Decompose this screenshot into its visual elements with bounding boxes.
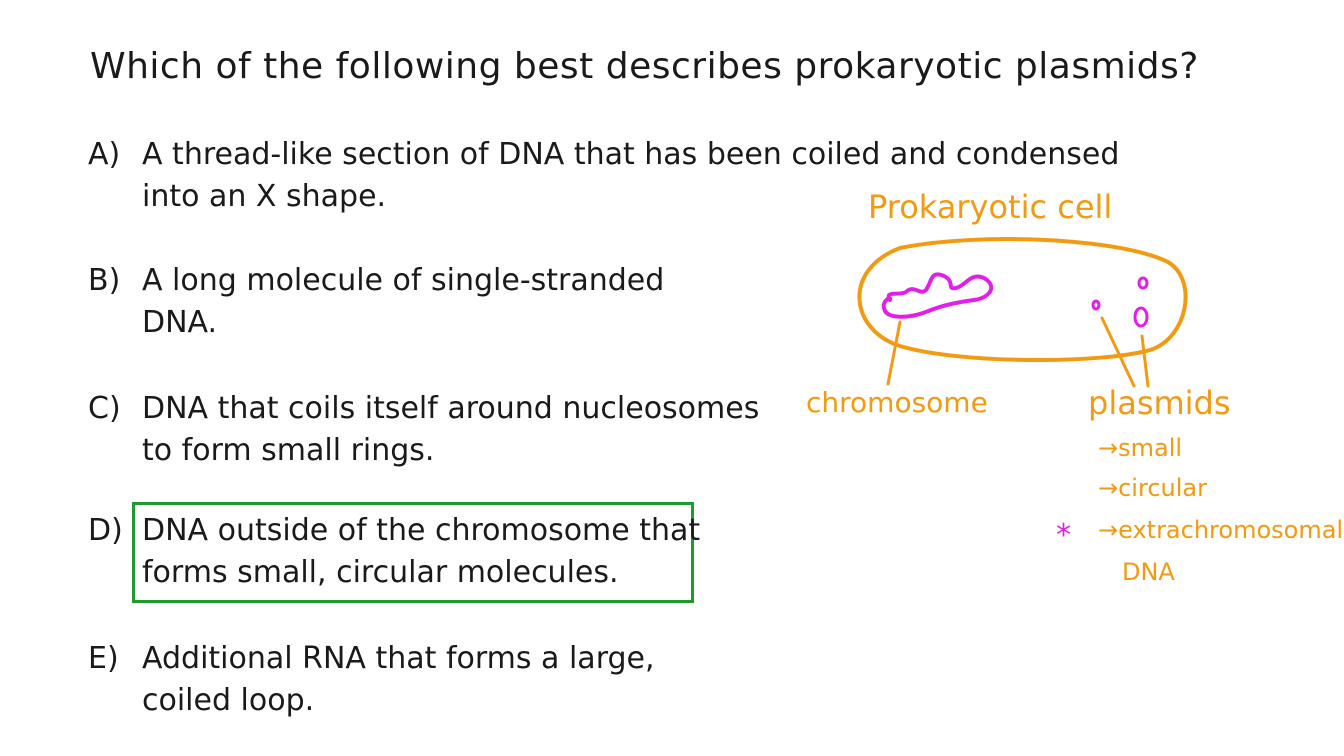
- option-text-line: into an X shape.: [142, 179, 387, 214]
- plasmids-label: plasmids: [1088, 384, 1231, 422]
- option-letter: A): [88, 137, 121, 172]
- plasmid-shape: [1133, 306, 1149, 328]
- option-letter: B): [88, 263, 121, 298]
- option-text-line: coiled loop.: [142, 683, 315, 718]
- plasmid-pointer: [1140, 334, 1150, 388]
- star-icon: *: [1056, 518, 1071, 553]
- correct-answer-box: [132, 502, 694, 603]
- option-text-line: Additional RNA that forms a large,: [142, 641, 655, 676]
- cell-outline: [857, 237, 1188, 363]
- option-letter: C): [88, 391, 121, 426]
- option-letter: E): [88, 641, 119, 676]
- option-text-line: to form small rings.: [142, 433, 435, 468]
- diagram-title: Prokaryotic cell: [868, 188, 1113, 226]
- chromosome-label: chromosome: [806, 386, 988, 419]
- plasmid-property: →extrachromosomal: [1098, 516, 1344, 544]
- option-text-line: forms small, circular molecules.: [142, 555, 619, 590]
- plasmid-shape: [1091, 299, 1101, 311]
- plasmid-shape: [1137, 276, 1149, 290]
- chromosome-pointer: [886, 320, 902, 386]
- option-text-line: DNA that coils itself around nucleosomes: [142, 391, 760, 426]
- plasmid-property: →circular: [1098, 474, 1207, 502]
- option-text-line: DNA.: [142, 305, 218, 340]
- plasmid-property: →small: [1098, 434, 1183, 462]
- option-text-line: DNA outside of the chromosome that: [142, 513, 701, 548]
- question-text: Which of the following best describes pr…: [90, 46, 1199, 87]
- plasmid-property: DNA: [1122, 558, 1175, 586]
- option-text-line: A thread-like section of DNA that has be…: [142, 137, 1120, 172]
- plasmid-pointer: [1100, 316, 1136, 388]
- option-letter: D): [88, 513, 123, 548]
- option-text-line: A long molecule of single-stranded: [142, 263, 665, 298]
- chromosome-shape: [881, 272, 994, 319]
